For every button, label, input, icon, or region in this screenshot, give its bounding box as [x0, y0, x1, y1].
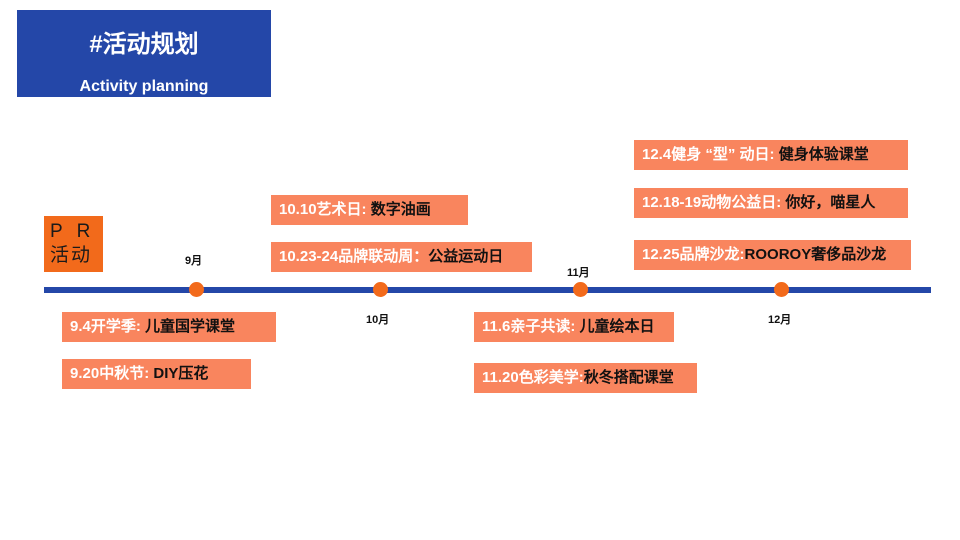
event-description: ROOROY奢侈品沙龙 — [744, 246, 887, 263]
month-label-nov: 11月 — [567, 267, 590, 279]
event-date-label: 12.18-19动物公益日: — [642, 194, 786, 211]
title-banner: #活动规划 Activity planning — [17, 10, 271, 97]
event-box: 11.6亲子共读: 儿童绘本日 — [474, 312, 674, 342]
timeline-line — [44, 287, 931, 293]
event-date-label: 9.20中秋节: — [70, 365, 154, 382]
timeline-dot-nov — [573, 282, 588, 297]
page-subtitle: Activity planning — [79, 78, 209, 95]
event-date-label: 10.23-24品牌联动周： — [279, 248, 429, 265]
pr-label-line1: PR — [50, 221, 105, 242]
event-description: DIY压花 — [153, 365, 209, 382]
timeline-dot-sep — [189, 282, 204, 297]
event-box: 11.20色彩美学:秋冬搭配课堂 — [474, 363, 697, 393]
pr-activity-label: PR 活动 — [44, 216, 103, 272]
event-box: 12.25品牌沙龙:ROOROY奢侈品沙龙 — [634, 240, 911, 270]
event-box: 12.4健身 “型” 动日: 健身体验课堂 — [634, 140, 908, 170]
month-label-sep: 9月 — [185, 255, 203, 267]
timeline-dot-oct — [373, 282, 388, 297]
event-box: 10.23-24品牌联动周：公益运动日 — [271, 242, 532, 272]
event-description: 数字油画 — [370, 201, 431, 218]
event-box: 9.4开学季: 儿童国学课堂 — [62, 312, 276, 342]
event-description: 儿童国学课堂 — [145, 318, 236, 335]
event-description: 健身体验课堂 — [778, 146, 869, 163]
page-title: #活动规划 — [89, 31, 199, 58]
event-date-label: 12.25品牌沙龙: — [642, 246, 745, 263]
event-box: 12.18-19动物公益日: 你好，喵星人 — [634, 188, 908, 218]
event-date-label: 12.4健身 “型” 动日: — [642, 146, 779, 163]
event-description: 你好，喵星人 — [785, 194, 876, 211]
month-label-oct: 10月 — [366, 314, 390, 326]
event-date-label: 9.4开学季: — [70, 318, 146, 335]
event-box: 9.20中秋节: DIY压花 — [62, 359, 251, 389]
event-description: 秋冬搭配课堂 — [583, 369, 674, 386]
event-box: 10.10艺术日: 数字油画 — [271, 195, 468, 225]
event-description: 儿童绘本日 — [579, 318, 655, 335]
month-label-dec: 12月 — [768, 314, 792, 326]
pr-label-line2: 活动 — [50, 245, 93, 266]
event-description: 公益运动日 — [428, 248, 504, 265]
event-date-label: 11.20色彩美学: — [482, 369, 584, 386]
event-date-label: 11.6亲子共读: — [482, 318, 580, 335]
event-date-label: 10.10艺术日: — [279, 201, 371, 218]
timeline-dot-dec — [774, 282, 789, 297]
